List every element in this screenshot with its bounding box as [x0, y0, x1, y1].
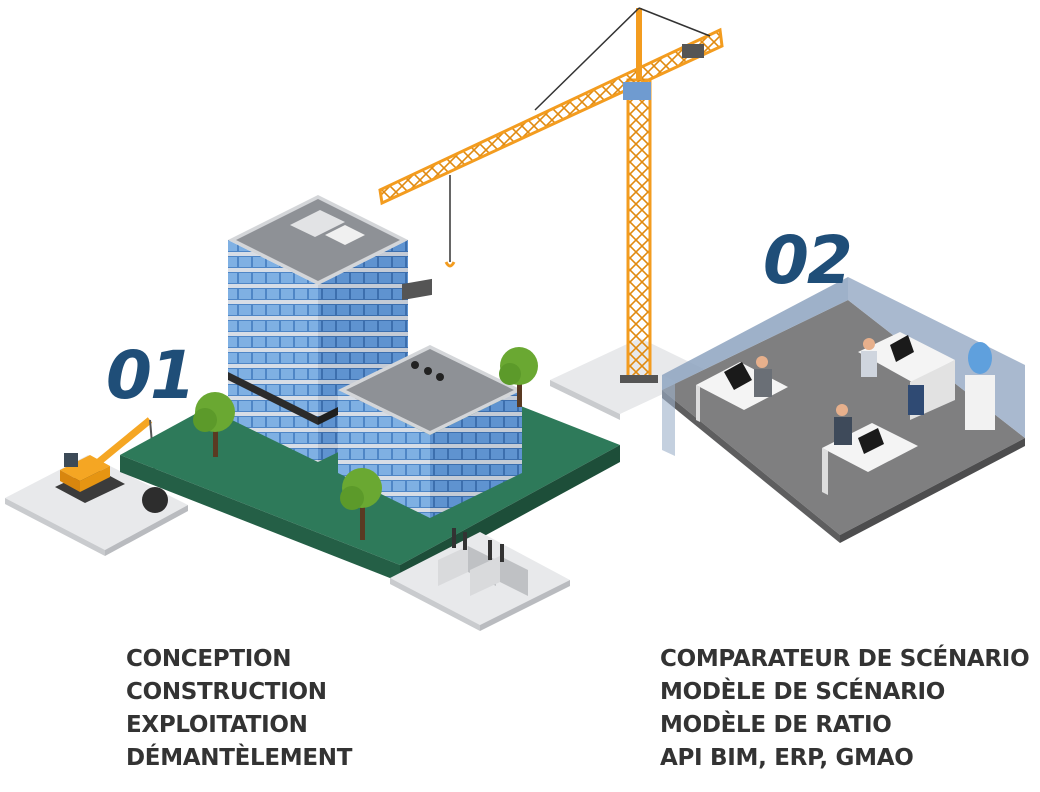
office-room-icon: [662, 277, 1025, 543]
list-item: MODÈLE DE RATIO: [660, 712, 892, 738]
list-item: CONSTRUCTION: [126, 679, 327, 705]
tree-icon: [340, 468, 382, 540]
tree-icon: [499, 347, 538, 407]
step-number-02: 02: [763, 222, 853, 299]
list-item: CONCEPTION: [126, 646, 292, 672]
lifecycle-phase-list: CONCEPTION CONSTRUCTION EXPLOITATION DÉM…: [126, 643, 352, 775]
step-number-01: 01: [106, 337, 196, 414]
list-item: API BIM, ERP, GMAO: [660, 745, 914, 771]
tools-feature-list: COMPARATEUR DE SCÉNARIO MODÈLE DE SCÉNAR…: [660, 643, 1030, 775]
wrecking-ball-icon: [142, 487, 168, 513]
tree-icon: [193, 392, 235, 457]
transformer-icon: [390, 528, 570, 631]
list-item: MODÈLE DE SCÉNARIO: [660, 679, 946, 705]
list-item: EXPLOITATION: [126, 712, 308, 738]
crane-icon: [378, 7, 724, 383]
excavator-icon: [5, 417, 188, 556]
list-item: COMPARATEUR DE SCÉNARIO: [660, 646, 1030, 672]
office-building-icon: [338, 278, 522, 518]
list-item: DÉMANTÈLEMENT: [126, 745, 353, 771]
